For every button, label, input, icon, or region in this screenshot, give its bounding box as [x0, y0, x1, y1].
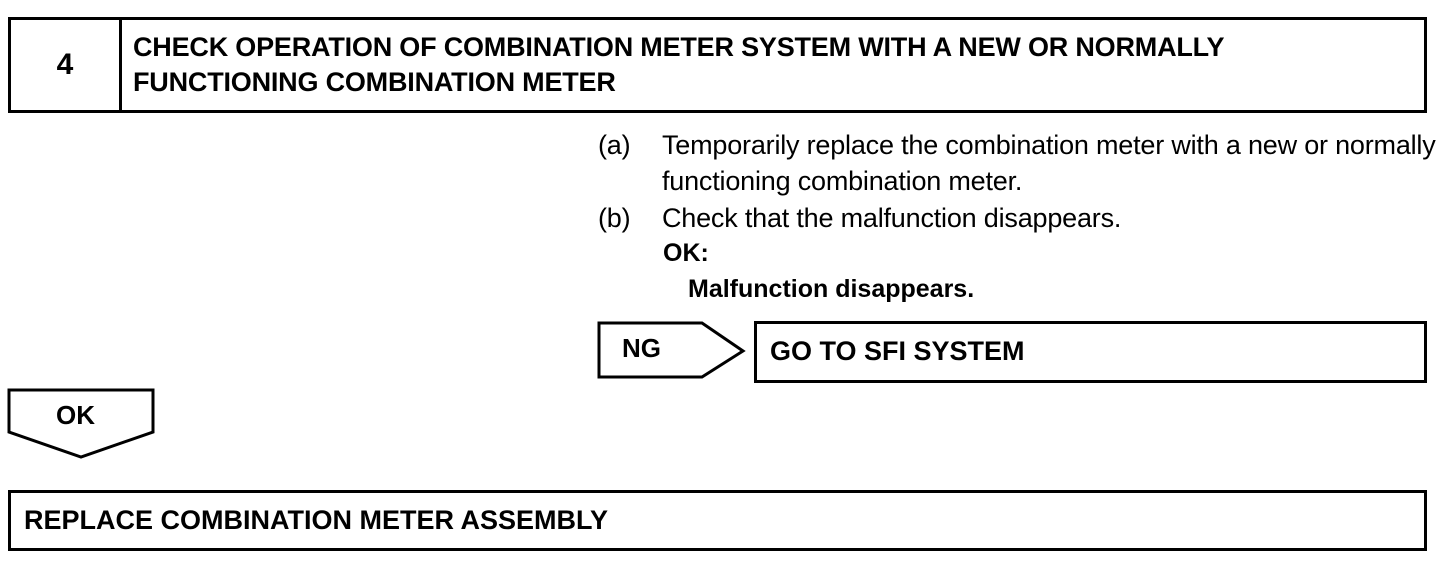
ok-criteria-label: OK: — [663, 239, 709, 267]
ng-label: NG — [622, 333, 661, 363]
item-letter: (a) — [598, 130, 631, 160]
item-text: Check that the malfunction disappears. — [662, 203, 1122, 233]
ok-label: OK — [56, 400, 95, 430]
ok-arrow-icon — [7, 388, 155, 459]
step-header: 4 CHECK OPERATION OF COMBINATION METER S… — [8, 17, 1427, 113]
item-text: Temporarily replace the combination mete… — [662, 130, 1436, 196]
step-number: 4 — [11, 20, 122, 110]
item-letter: (b) — [598, 203, 631, 233]
procedure-item: (b) Check that the malfunction disappear… — [598, 200, 1448, 236]
ng-action-text: GO TO SFI SYSTEM — [770, 336, 1025, 366]
procedure-item: (a) Temporarily replace the combination … — [598, 127, 1448, 199]
ok-criteria-text: Malfunction disappears. — [688, 275, 975, 303]
ng-action-box: GO TO SFI SYSTEM — [754, 321, 1427, 383]
ok-action-text: REPLACE COMBINATION METER ASSEMBLY — [24, 505, 609, 535]
ng-arrow-icon — [597, 321, 746, 379]
step-title: CHECK OPERATION OF COMBINATION METER SYS… — [133, 32, 1224, 97]
ok-action-box: REPLACE COMBINATION METER ASSEMBLY — [8, 490, 1427, 551]
